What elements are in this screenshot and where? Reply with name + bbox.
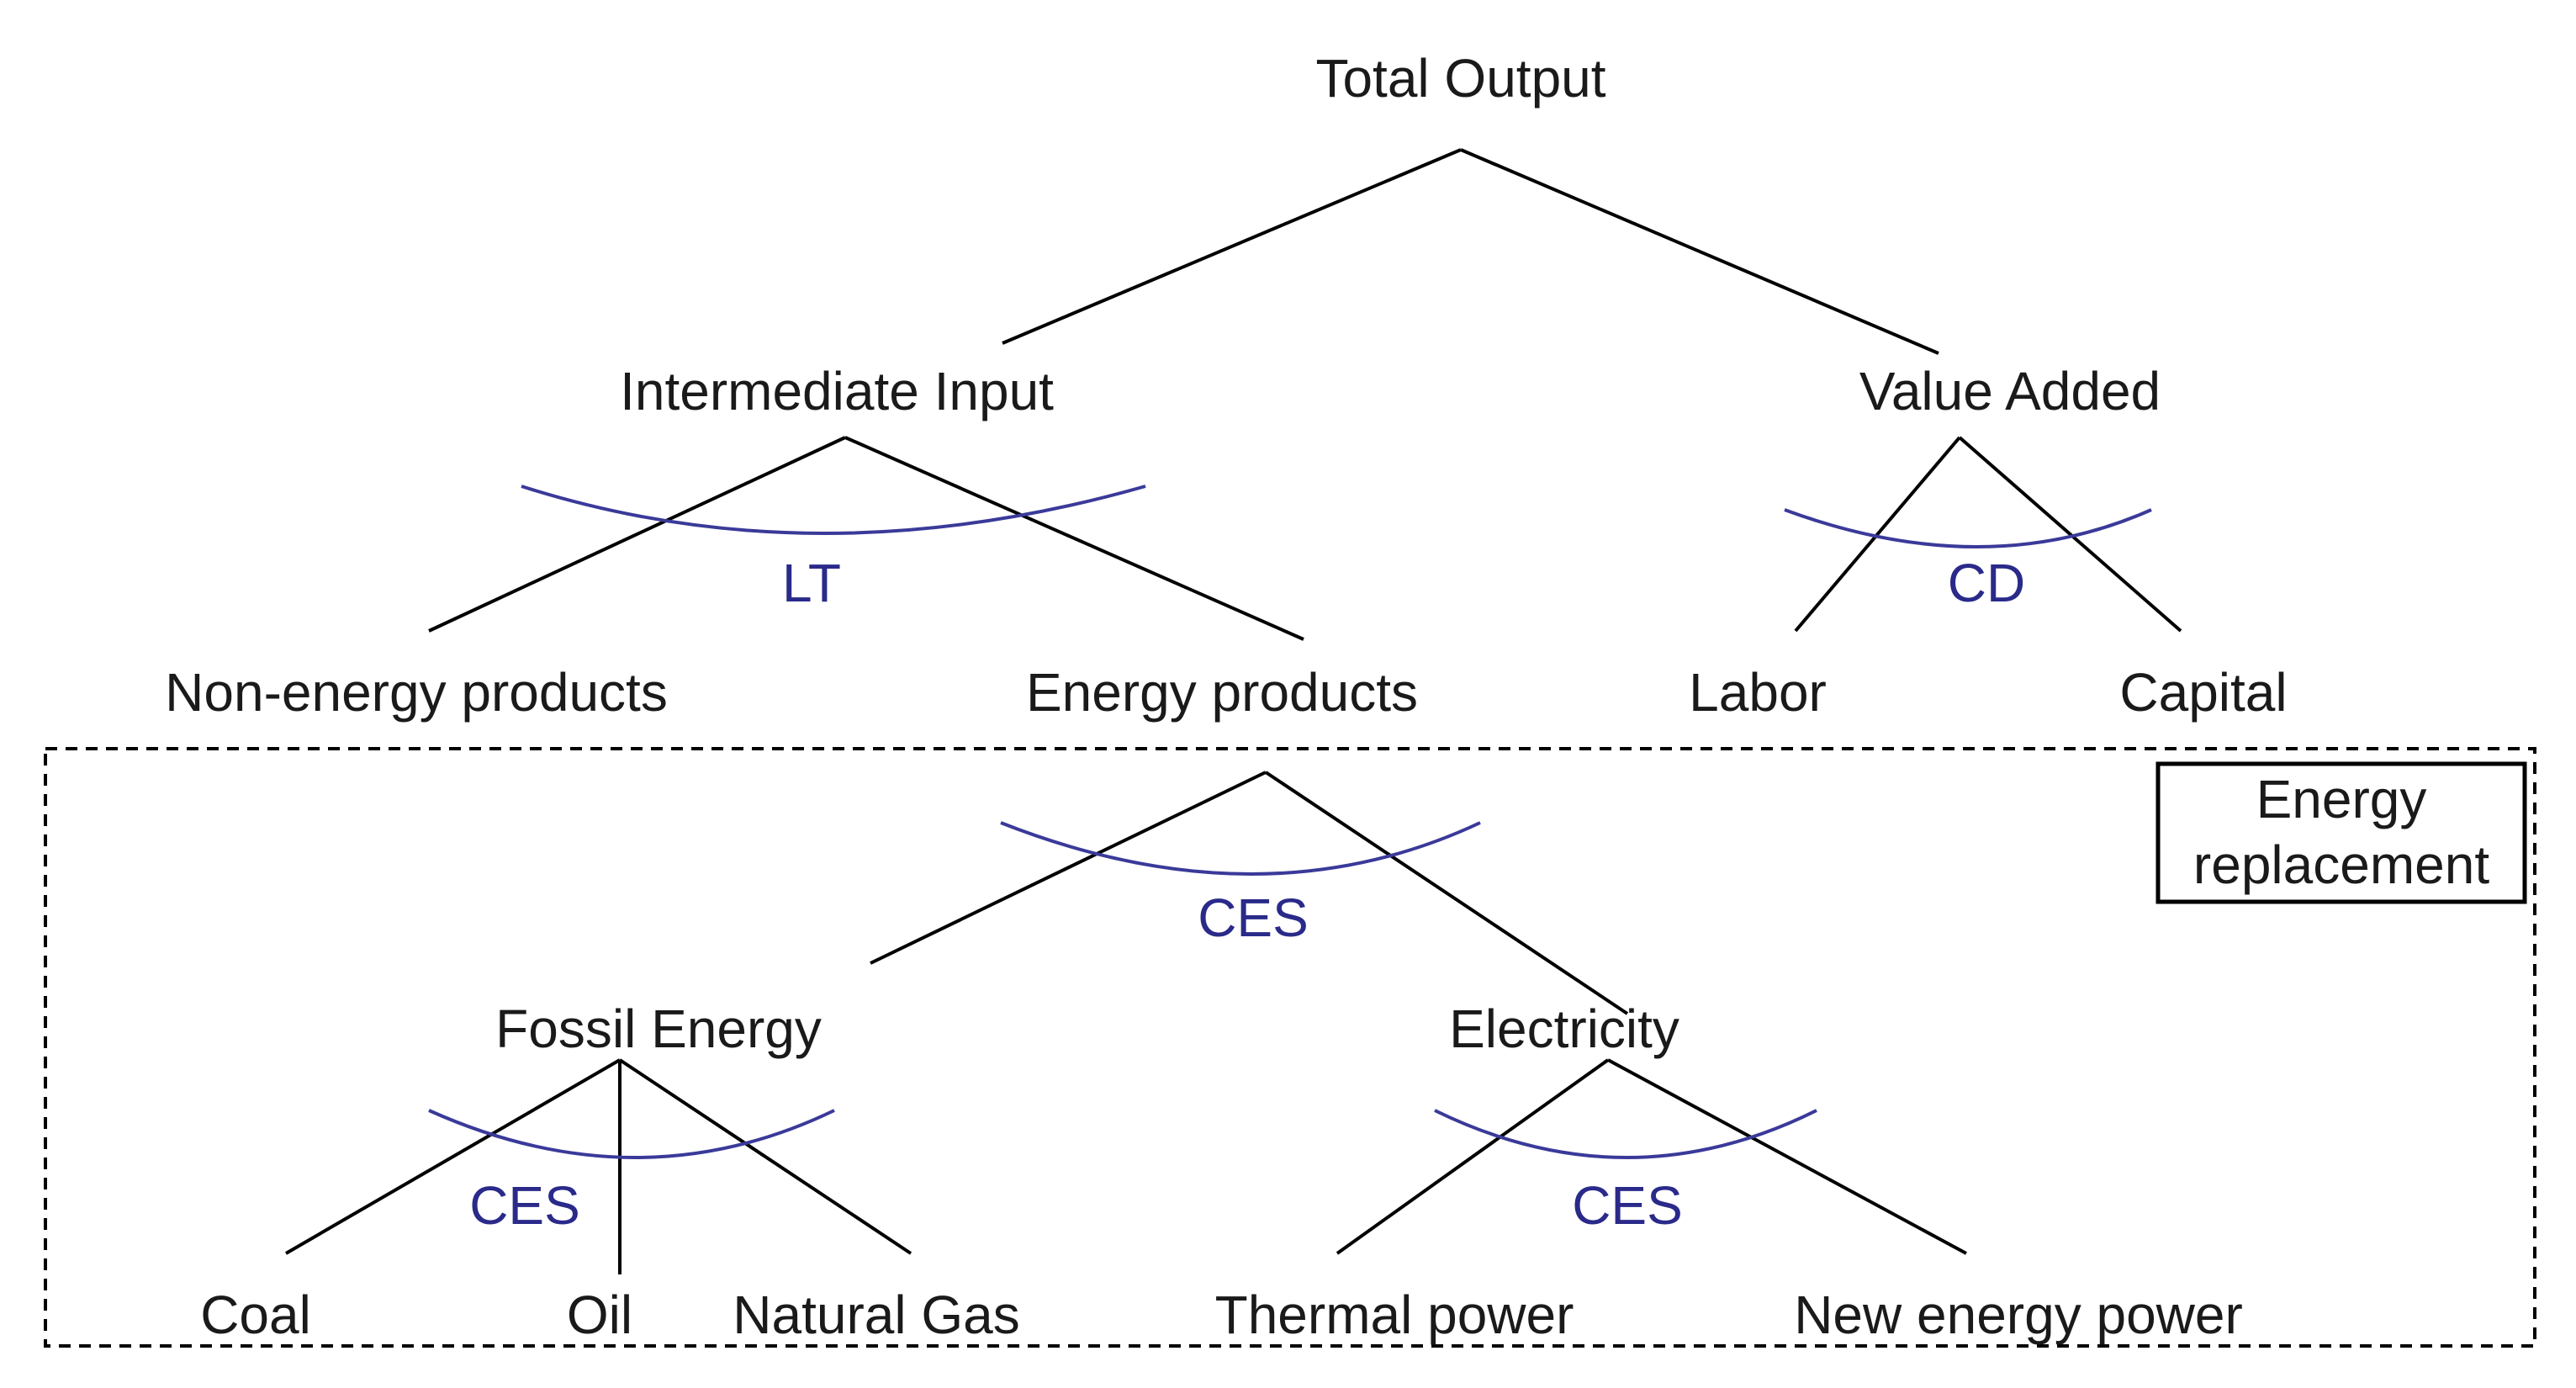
energy-replacement-label-line2: replacement xyxy=(2193,834,2489,895)
function-label-fossil-ces: CES xyxy=(469,1175,580,1236)
node-value-added: Value Added xyxy=(1859,361,2161,421)
node-natural-gas: Natural Gas xyxy=(733,1285,1019,1345)
energy-replacement-region xyxy=(44,747,2536,1348)
node-energy-products: Energy products xyxy=(1026,662,1418,723)
node-oil: Oil xyxy=(567,1285,632,1345)
edge-energy-to-fossil xyxy=(870,771,1267,965)
edge-intermediate-to-nonenergy xyxy=(428,436,846,633)
cd-function-arc xyxy=(1784,508,2152,548)
fossil-ces-function-arc xyxy=(428,1109,835,1159)
function-label-electricity-ces: CES xyxy=(1572,1175,1683,1236)
function-label-energy-ces: CES xyxy=(1198,887,1309,948)
edge-intermediate-to-energy xyxy=(844,436,1304,641)
node-labor: Labor xyxy=(1689,662,1827,723)
node-coal: Coal xyxy=(200,1285,311,1345)
lt-function-arc xyxy=(521,485,1146,535)
edge-value-added-to-capital xyxy=(1958,436,2182,633)
energy-ces-function-arc xyxy=(1000,821,1481,876)
node-capital: Capital xyxy=(2119,662,2287,723)
edge-electricity-to-thermal xyxy=(1336,1058,1610,1255)
function-label-lt: LT xyxy=(782,553,841,613)
node-total-output: Total Output xyxy=(1315,48,1605,109)
node-new-energy-power: New energy power xyxy=(1794,1285,2243,1345)
edge-value-added-to-labor xyxy=(1794,436,1961,633)
edge-fossil-to-natural-gas xyxy=(618,1058,912,1255)
energy-replacement-label-box xyxy=(2155,761,2527,904)
edge-total-to-value-added xyxy=(1460,148,1939,355)
function-label-cd: CD xyxy=(1948,553,2025,613)
edge-total-to-intermediate xyxy=(1002,148,1462,345)
energy-replacement-label-line1: Energy xyxy=(2256,769,2427,829)
electricity-ces-function-arc xyxy=(1434,1109,1817,1159)
node-thermal-power: Thermal power xyxy=(1215,1285,1574,1345)
node-electricity: Electricity xyxy=(1449,999,1679,1059)
edge-fossil-to-coal xyxy=(284,1058,622,1255)
node-fossil-energy: Fossil Energy xyxy=(495,999,822,1059)
node-intermediate-input: Intermediate Input xyxy=(620,361,1054,421)
edge-energy-to-electricity xyxy=(1264,771,1629,1015)
node-non-energy-products: Non-energy products xyxy=(165,662,668,723)
edge-electricity-to-new-energy xyxy=(1607,1058,1967,1255)
